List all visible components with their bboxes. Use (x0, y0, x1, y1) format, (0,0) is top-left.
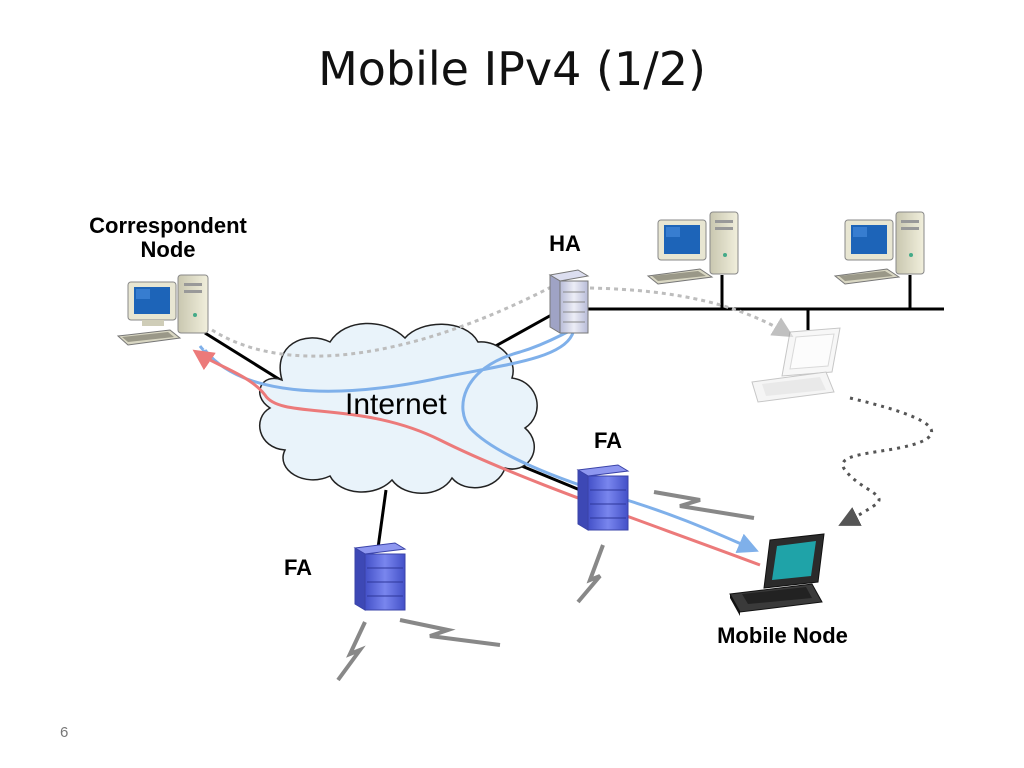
fa-upper-label: FA (593, 428, 623, 453)
ha-server-icon (548, 269, 590, 334)
internet-label: Internet (345, 388, 447, 421)
movement-path-dotted (838, 396, 934, 526)
correspondent-node-label: Correspondent Node (89, 213, 247, 262)
wireless-signal-icon (399, 618, 501, 647)
ha-label: HA (549, 231, 581, 256)
old-path-to-laptop (589, 286, 794, 338)
slide-title: Mobile IPv4 (1/2) (318, 42, 706, 96)
fa-upper-server-icon (576, 464, 630, 531)
tunnel-path-blue-start (198, 345, 207, 353)
fa-lower-label: FA (283, 555, 313, 580)
ha-internet-link (491, 311, 556, 350)
internet-cloud (259, 322, 538, 494)
old-path-dotted (211, 283, 556, 358)
fa-lower-server-icon (353, 542, 407, 611)
wireless-signal-icon (576, 544, 605, 604)
wireless-signal-icons (336, 490, 755, 682)
old-laptop-faded-icon (751, 327, 841, 403)
wireless-signal-icon (336, 621, 367, 682)
lan-computer-2-icon (833, 211, 925, 285)
mobile-node-label: Mobile Node (717, 623, 848, 648)
cn-internet-link (204, 331, 283, 383)
lan-computer-1-icon (646, 211, 739, 285)
mobile-node-laptop-icon (729, 533, 825, 616)
fa2-internet-link (376, 489, 388, 549)
wireless-signal-icon (653, 490, 755, 520)
page-number: 6 (60, 724, 69, 741)
correspondent-node-computer-icon (116, 274, 209, 346)
